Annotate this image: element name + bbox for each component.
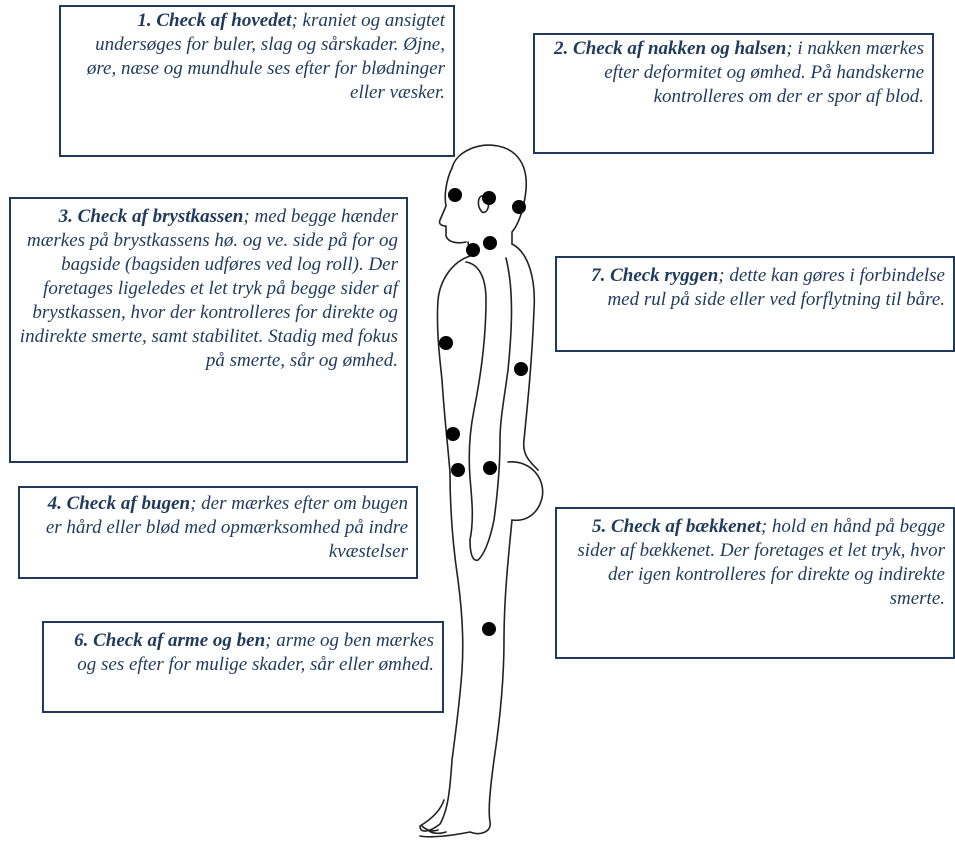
info-box-limbs: 6. Check af arme og ben; arme og ben mær… xyxy=(42,621,444,713)
marker-chest xyxy=(439,336,453,350)
limbs-title: 6. Check af arme og ben xyxy=(74,630,265,651)
neck-title: 2. Check af nakken og halsen xyxy=(554,38,786,59)
abdomen-title: 4. Check af bugen xyxy=(48,493,191,514)
body-outline xyxy=(420,145,543,837)
info-box-pelvis: 5. Check af bækkenet; hold en hånd på be… xyxy=(555,507,955,659)
marker-throat xyxy=(483,236,497,250)
marker-pelvis-front xyxy=(451,463,465,477)
back-title: 7. Check ryggen xyxy=(591,265,718,286)
marker-head-front xyxy=(448,188,462,202)
marker-knee xyxy=(482,622,496,636)
chest-title: 3. Check af brystkassen xyxy=(59,206,244,227)
pelvis-title: 5. Check af bækkenet xyxy=(592,516,761,537)
marker-abdomen xyxy=(446,427,460,441)
chest-text: ; med begge hænder mærkes på brystkassen… xyxy=(20,206,398,371)
marker-ear xyxy=(482,191,496,205)
marker-pelvis-side xyxy=(483,461,497,475)
info-box-chest: 3. Check af brystkassen; med begge hænde… xyxy=(9,197,408,463)
info-box-neck: 2. Check af nakken og halsen; i nakken m… xyxy=(533,33,934,154)
info-box-head: 1. Check af hovedet; kraniet og ansigtet… xyxy=(59,5,455,157)
marker-neck-front xyxy=(466,243,480,257)
marker-back xyxy=(514,362,528,376)
info-box-back: 7. Check ryggen; dette kan gøres i forbi… xyxy=(555,256,955,352)
info-box-abdomen: 4. Check af bugen; der mærkes efter om b… xyxy=(18,486,418,579)
marker-neck-back xyxy=(512,200,526,214)
head-title: 1. Check af hovedet xyxy=(137,10,291,31)
